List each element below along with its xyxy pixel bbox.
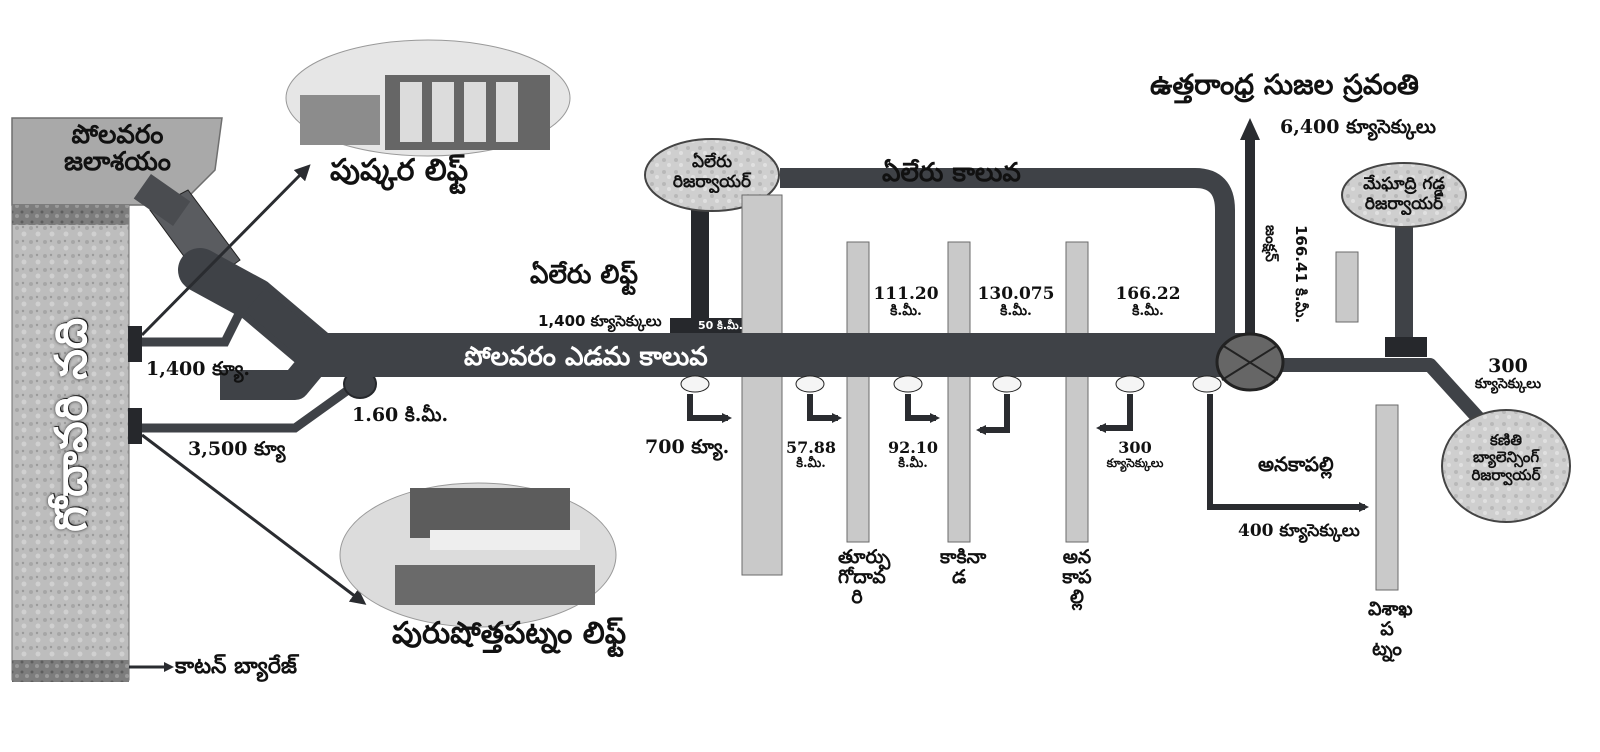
yeleru-canal: [780, 168, 1235, 345]
outlet-2-km: 57.88 కి.మీ.: [781, 438, 841, 471]
yeleru-reservoir-label: ఏలేరు రిజర్వాయర్: [652, 152, 772, 192]
kaniti-line3: రిజర్వాయర్: [1471, 465, 1541, 484]
outlet-2-km2: కి.మీ.: [796, 455, 826, 471]
cotton-barrage-label: కాటన్ బ్యారేజ్: [175, 654, 297, 679]
outlet-node-5: [1115, 375, 1145, 393]
district-bars: [741, 194, 1399, 591]
district-bar-6: [1375, 404, 1399, 591]
yeleru-reservoir-line1: ఏలేరు: [691, 152, 733, 172]
outlet-4-flow: 300 క్యూసెక్కులు: [1095, 438, 1175, 470]
yeleru-reservoir-oval: [644, 138, 780, 212]
junction-km: 1.60 కి.మీ.: [352, 404, 449, 426]
uttarandhra-title: ఉత్తరాంధ్ర సుజల స్రవంతి: [1150, 68, 1419, 101]
district-bar-1: [741, 194, 783, 576]
chainage-3: 166.22 కి.మీ.: [1110, 284, 1186, 319]
district-label-3: అనకాపల్లి: [1062, 546, 1092, 608]
kaniti-label: కణితి బ్యాలెన్సింగ్ రిజర్వాయర్: [1446, 431, 1566, 484]
outlet-3-km1: 92.10: [887, 438, 939, 457]
godavari-river: [11, 204, 130, 682]
reservoir-line2: జలాశయం: [64, 147, 171, 178]
pushkara-lift-label: పుష్కర లిఫ్ట్: [330, 153, 469, 188]
district-label-2: కాకినాడ: [940, 546, 987, 588]
meghadri-line1: మేఘాద్రి గడ్డ: [1363, 174, 1445, 194]
district-bar-2: [846, 241, 870, 543]
outlet-4-flow2: క్యూసెక్కులు: [1106, 455, 1164, 470]
district-label-4: విశాఖపట్నం: [1368, 598, 1413, 660]
outlet-3-km: 92.10 కి.మీ.: [883, 438, 943, 471]
outlet-node-2: [795, 375, 825, 393]
anakapalli-name: అనకాపల్లి: [1258, 452, 1334, 476]
outlet-1-flow: 700 క్యూ.: [645, 436, 730, 458]
district-label-1: తూర్పు గోదావరి: [838, 546, 891, 608]
outlet-arrows: [687, 394, 1369, 512]
junction-and-onward-canal: [1215, 118, 1486, 425]
kaniti-line1: కణితి: [1490, 431, 1522, 449]
chainage-1: 111.20 కి.మీ.: [870, 284, 942, 319]
canal-name: పోలవరం ఎడమ కాలువ: [464, 342, 708, 372]
pushkara-lift-photo: [285, 39, 571, 157]
chainage-2-km2: కి.మీ.: [1000, 302, 1032, 319]
outlet-3-km2: కి.మీ.: [898, 455, 928, 471]
lift-arrows: [129, 164, 367, 672]
river-text: గోదావరి నది: [46, 317, 98, 533]
district-bar-4: [1065, 241, 1089, 543]
kaniti-flow1: 300: [1488, 355, 1528, 377]
kaniti-flow2: క్యూసెక్కులు: [1474, 375, 1542, 392]
lower-pipe-flow: 3,500 క్యూ: [188, 438, 286, 460]
junction-km: 166.41 కి.మీ.: [1291, 225, 1310, 324]
yeleru-lift-km: 50 కి.మీ.: [698, 319, 743, 332]
meghadri-label: మేఘాద్రి గడ్డ రిజర్వాయర్: [1346, 174, 1462, 214]
chainage-2: 130.075 కి.మీ.: [975, 284, 1057, 319]
kaniti-reservoir: [1441, 409, 1571, 523]
yeleru-reservoir-line2: రిజర్వాయర్: [672, 171, 752, 192]
reservoir-label: పోలవరం జలాశయం: [20, 120, 215, 178]
yeleru-lift-flow: 1,400 క్యూసెక్కులు: [538, 312, 662, 330]
kaniti-flow: 300 క్యూసెక్కులు: [1458, 355, 1558, 392]
district-bar-5: [1335, 251, 1359, 323]
purushottapatnam-lift-label: పురుషోత్తపట్నం లిఫ్ట్: [392, 616, 627, 651]
chainage-1-km1: 111.20: [873, 284, 939, 304]
polavaram-reservoir: [11, 117, 223, 206]
meghadri-reservoir: [1341, 162, 1467, 357]
outlet-4-flow1: 300: [1118, 438, 1152, 457]
outlet-node-1: [680, 375, 710, 393]
junction-name: జంక్షన్: [1261, 225, 1280, 262]
purushottapatnam-lift-photo: [339, 482, 617, 628]
chainage-3-km2: కి.మీ.: [1132, 302, 1164, 319]
uttarandhra-flow: 6,400 క్యూసెక్కులు: [1280, 116, 1436, 138]
outlet-2-km1: 57.88: [785, 438, 837, 457]
outlet-node-6: [1192, 375, 1222, 393]
outlet-node-4: [992, 375, 1022, 393]
kaniti-line2: బ్యాలెన్సింగ్: [1472, 448, 1540, 467]
reservoir-line1: పోలవరం: [71, 120, 164, 150]
yeleru-lift-label: ఏలేరు లిఫ్ట్: [530, 260, 638, 290]
outlet-nodes: [680, 375, 1222, 393]
chainage-2-km1: 130.075: [977, 284, 1055, 304]
district-bar-3: [947, 241, 971, 543]
yeleru-canal-label: ఏలేరు కాలువ: [882, 158, 1021, 188]
outlet-node-3: [893, 375, 923, 393]
upper-pipe-flow: 1,400 క్యూ.: [146, 358, 251, 380]
chainage-1-km2: కి.మీ.: [890, 302, 922, 319]
meghadri-line2: రిజర్వాయర్: [1364, 193, 1444, 214]
anakapalli-flow: 400 క్యూసెక్కులు: [1238, 521, 1360, 541]
chainage-3-km1: 166.22: [1115, 284, 1181, 304]
main-canal-overlay: [320, 333, 1245, 377]
river-label: గోదావరి నది: [22, 220, 132, 630]
